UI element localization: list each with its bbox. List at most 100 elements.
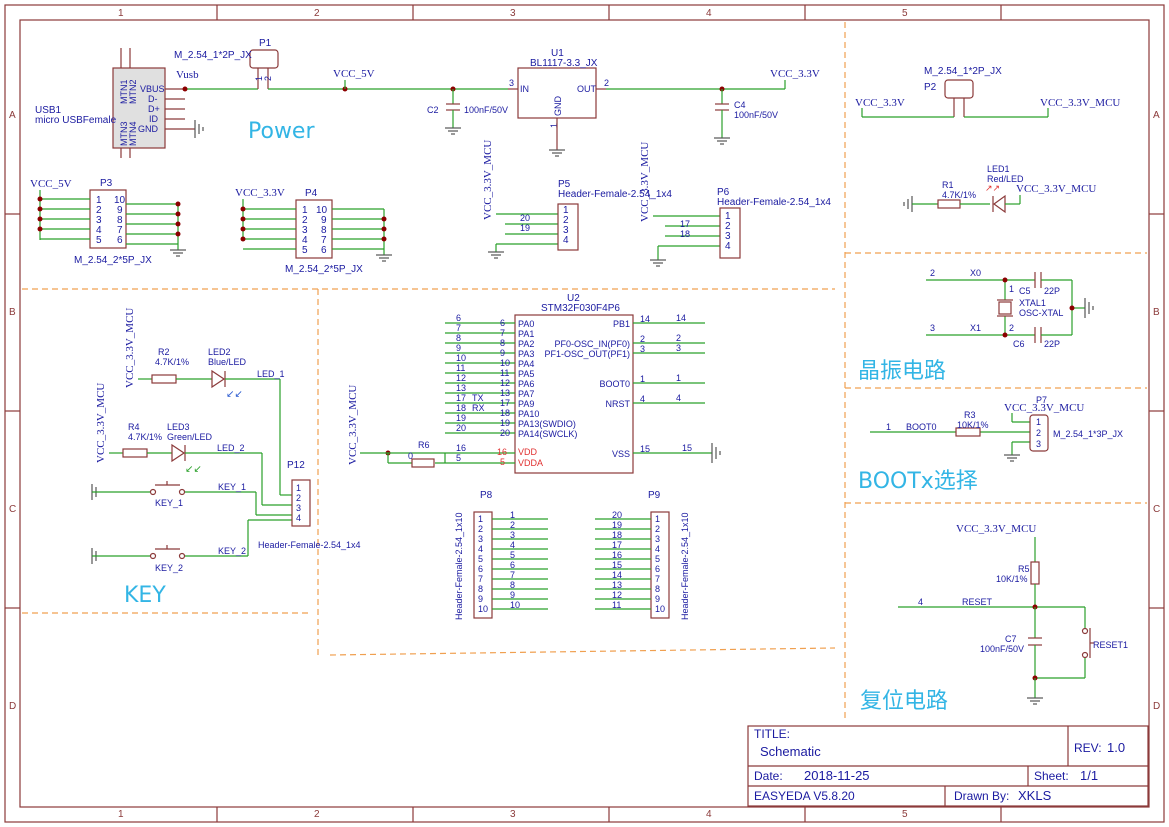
p9-net: 17	[612, 540, 622, 550]
u1-pin3-num: 3	[509, 78, 514, 88]
c5-ref: C5	[1019, 286, 1031, 296]
p2-net-vcc33mcu: VCC_3.3V_MCU	[1040, 97, 1120, 109]
p9-pin: 10	[655, 604, 665, 614]
p6-net-18: 18	[680, 229, 690, 239]
u2-right-net: 2	[676, 333, 681, 343]
p9-pin: 8	[655, 584, 660, 594]
u2-right-pinnum: 3	[640, 344, 645, 354]
section-title-crystal: 晶振电路	[858, 359, 946, 384]
u1-pin2-num: 2	[604, 78, 609, 88]
u2-name: STM32F030F4P6	[541, 303, 620, 314]
p8-pin: 7	[478, 574, 483, 584]
p4-pin-4: 4	[302, 235, 308, 246]
p8-pin: 10	[478, 604, 488, 614]
sheet-border: 1 2 3 4 5 1 2 3 4 5 A B C D A B C D	[4, 4, 1165, 823]
grid-row-c-right: C	[1153, 504, 1160, 515]
grid-row-c: C	[9, 504, 16, 515]
u2-left-net: 9	[456, 343, 461, 353]
p6-net-vcc33mcu: VCC_3.3V_MCU	[639, 142, 651, 222]
p8-net: 5	[510, 550, 515, 560]
u2-vdda-net: 5	[456, 453, 461, 463]
grid-col-1: 1	[118, 8, 124, 19]
date-label: Date:	[754, 769, 783, 783]
p8-name: Header-Female-2.54_1x10	[454, 512, 464, 620]
grid-row-d: D	[9, 701, 16, 712]
p3-pin-6: 6	[117, 235, 123, 246]
p6-pin-2: 2	[725, 221, 731, 232]
c7-value: 100nF/50V	[980, 644, 1024, 654]
crystal-circuit: 2 3 X0 X1 1 2 XTAL1 OSC-XTAL C5 22P C6 2…	[926, 268, 1094, 349]
net-led1: LED_1	[257, 369, 285, 379]
u2-left-net: 11	[456, 363, 465, 373]
usb-pin-mtn1: MTN1	[119, 80, 129, 105]
u1-name: BL1117-3.3_JX	[530, 58, 598, 69]
date-value: 2018-11-25	[804, 768, 870, 783]
u2-ref: U2	[567, 293, 580, 304]
grid-col-2-bottom: 2	[314, 809, 320, 820]
section-dividers	[22, 22, 1147, 720]
key-circuit: VCC_3.3V_MCU R2 4.7K/1% LED2 Blue/LED LE…	[91, 308, 361, 573]
p9-name: Header-Female-2.54_1x10	[680, 512, 690, 620]
u2-left-pinname: PA6	[518, 379, 534, 389]
r2-value: 4.7K/1%	[155, 357, 189, 367]
r4-value: 4.7K/1%	[128, 432, 162, 442]
u2-left-pinname: PA0	[518, 319, 534, 329]
drawn-label: Drawn By:	[954, 789, 1009, 803]
led2-rays: ↙↙	[226, 389, 243, 400]
c6-value: 22P	[1044, 339, 1060, 349]
grid-col-2: 2	[314, 8, 320, 19]
p3-pin-5: 5	[96, 235, 102, 246]
u2-left-net: 19	[456, 413, 466, 423]
p8-net: 8	[510, 580, 515, 590]
p8-ref: P8	[480, 490, 493, 501]
u2-left-net: 6	[456, 313, 461, 323]
sheet-label: Sheet:	[1034, 769, 1069, 783]
p7-net-vcc33mcu: VCC_3.3V_MCU	[1004, 402, 1084, 414]
p12-pin-2: 2	[296, 493, 301, 503]
p8-net: 3	[510, 530, 515, 540]
u2-left-net: 18	[456, 403, 466, 413]
p9-net: 18	[612, 530, 622, 540]
p9-net: 12	[612, 590, 622, 600]
usb-pin-dm: D-	[148, 94, 158, 104]
usb-pin-gnd: GND	[138, 124, 159, 134]
u2-left-pinnum: 9	[500, 348, 505, 358]
usb-pin-id: ID	[149, 114, 159, 124]
p8-pin: 6	[478, 564, 483, 574]
c4-ref: C4	[734, 100, 746, 110]
p4-pin-6: 6	[321, 245, 327, 256]
p4-pin-1: 1	[302, 205, 308, 216]
u2-left-net: 20	[456, 423, 466, 433]
u2-left-pinnum: 7	[500, 328, 505, 338]
p8-net: 2	[510, 520, 515, 530]
p4-pin-3: 3	[302, 225, 308, 236]
net-vcc5-top: VCC_5V	[333, 68, 375, 80]
p4-pin-2: 2	[302, 215, 308, 226]
p8-pin: 3	[478, 534, 483, 544]
u2-right-pinname: PB1	[613, 319, 630, 329]
xtal-value: OSC-XTAL	[1019, 308, 1063, 318]
led1-value: Red/LED	[987, 174, 1024, 184]
p4-pin-9: 9	[321, 215, 327, 226]
p5-pin-4: 4	[563, 235, 569, 246]
p8-net: 6	[510, 560, 515, 570]
p5-pin-1: 1	[563, 205, 569, 216]
p2-net-vcc33: VCC_3.3V	[855, 97, 905, 109]
led3-value: Green/LED	[167, 432, 213, 442]
c4-value: 100nF/50V	[734, 110, 778, 120]
p8-pin: 5	[478, 554, 483, 564]
p12-ref: P12	[287, 460, 305, 471]
boot-circuit: 1 BOOT0 R3 10K/1% 1 2 3 P7 M_2.54_1*3P_J…	[870, 395, 1123, 462]
p4-pin-7: 7	[321, 235, 327, 246]
p7-pin-3: 3	[1036, 439, 1041, 449]
p2-jumper: M_2.54_1*2P_JX P2 VCC_3.3V VCC_3.3V_MCU	[855, 66, 1120, 118]
usb-name: micro USBFemale	[35, 115, 117, 126]
reset-net-label: RESET	[962, 597, 993, 607]
u2-left-pinname: PA13(SWDIO)	[518, 419, 576, 429]
u2-right-pinnum: 2	[640, 334, 645, 344]
p9-pin: 3	[655, 534, 660, 544]
r6-ref: R6	[418, 440, 430, 450]
p1-pin-2: 2	[263, 76, 273, 81]
p3-pin-2: 2	[96, 205, 102, 216]
